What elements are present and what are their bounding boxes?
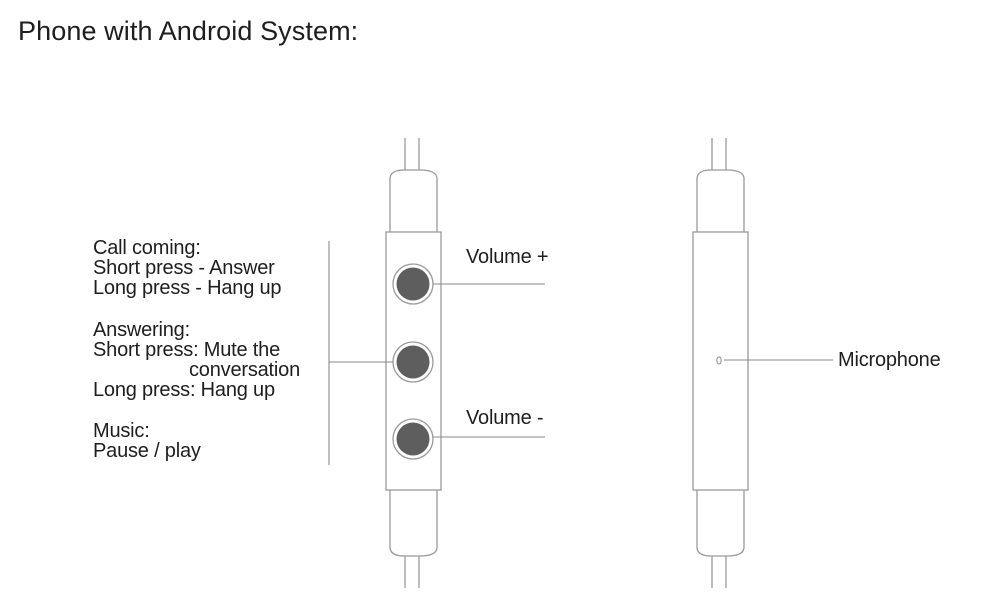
music-heading: Music: [93,420,150,442]
answering-long-press: Long press: Hang up [93,379,275,401]
answering-short-press: Short press: Mute the [93,339,281,361]
volume-up-label: Volume + [466,246,549,268]
answering-block: Answering: Short press: Mute the convers… [93,320,300,400]
volume-down-button [392,418,434,460]
answering-heading: Answering: [93,319,190,341]
remote-back [692,138,749,588]
answering-short-press-cont: conversation [189,359,300,381]
music-pause-play: Pause / play [93,440,201,462]
microphone-hole [716,356,722,365]
page-title: Phone with Android System: [18,16,359,46]
volume-down-label: Volume - [466,407,544,429]
call-coming-block: Call coming: Short press - Answer Long p… [93,237,282,299]
microphone-label: Microphone [838,349,941,371]
call-coming-long-press: Long press - Hang up [93,277,282,299]
music-block: Music: Pause / play [93,421,201,461]
volume-up-button [392,263,434,305]
center-button [392,341,434,383]
call-coming-short-press: Short press - Answer [93,257,275,279]
call-coming-heading: Call coming: [93,237,201,259]
remote-front [385,138,442,588]
